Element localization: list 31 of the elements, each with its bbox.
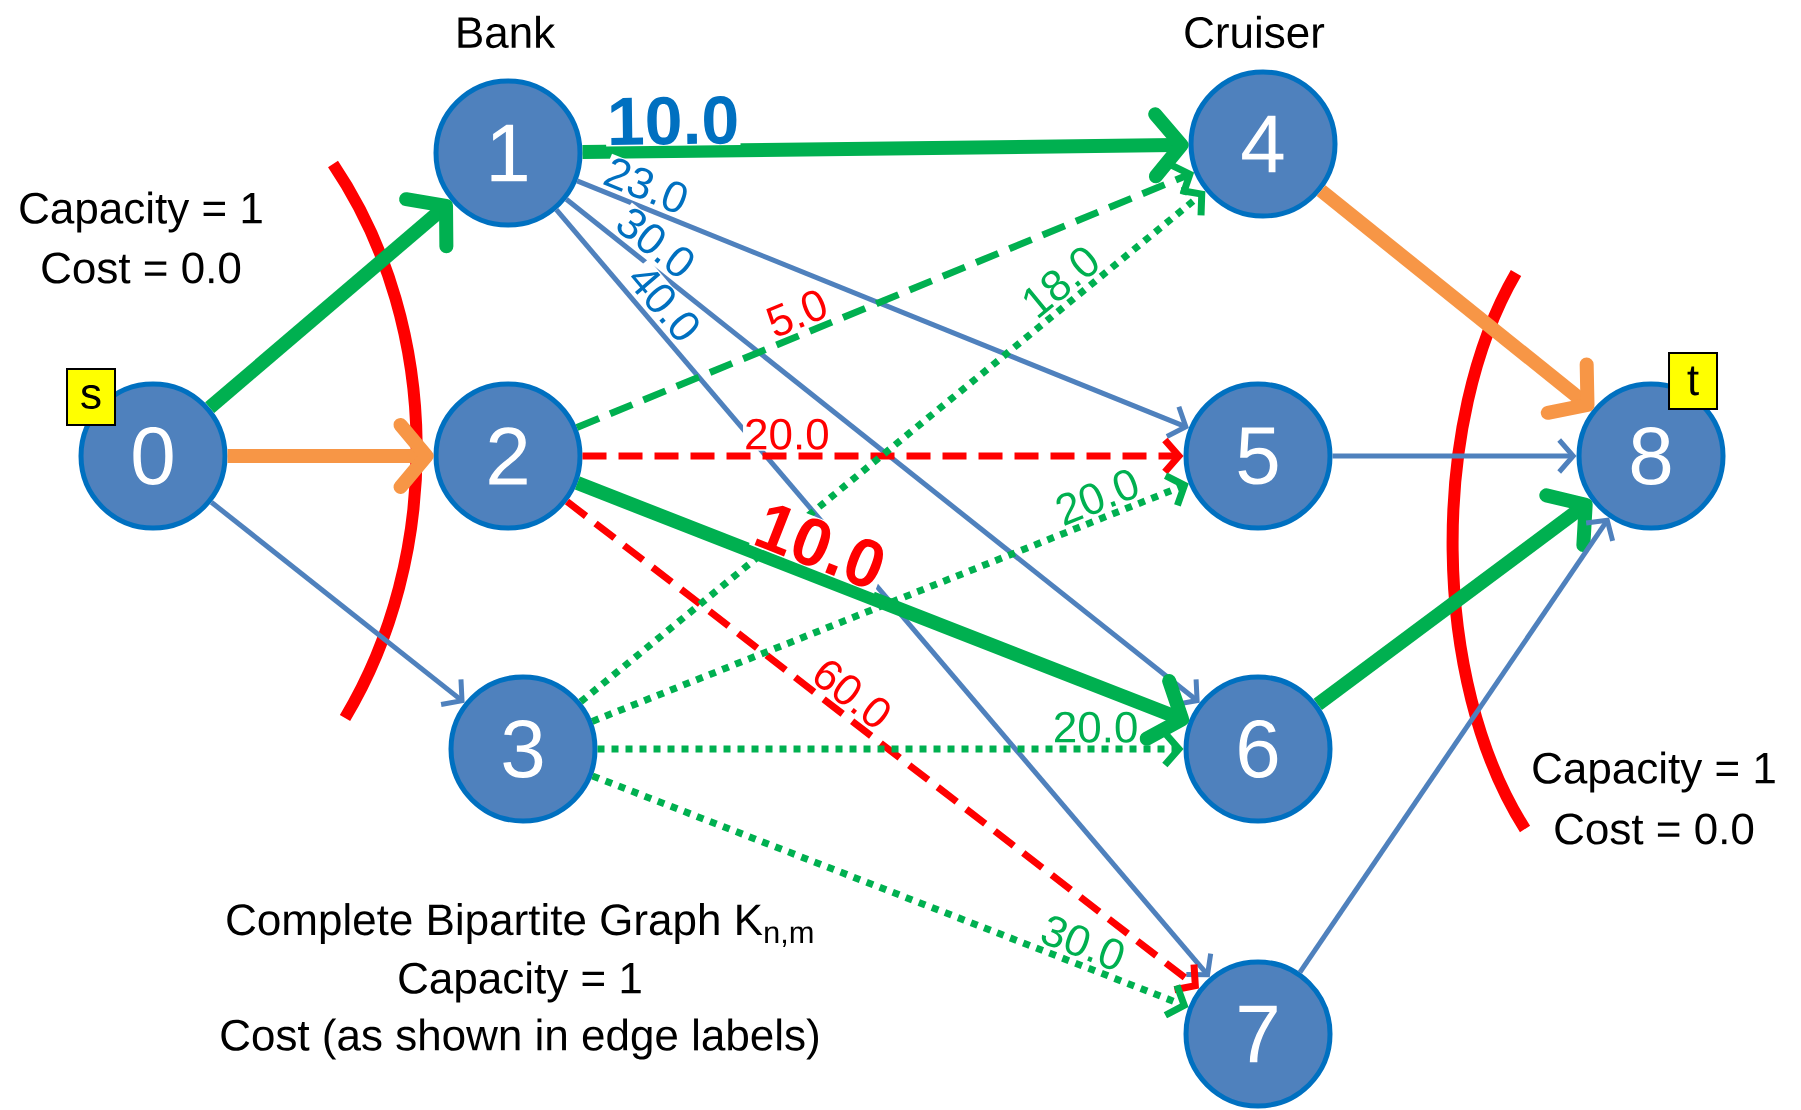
edge-label: 30.0 (1036, 911, 1130, 975)
edge-label: 20.0 (1051, 710, 1140, 744)
edge-label: 5.0 (761, 285, 833, 341)
edge-label: 10.0 (749, 497, 893, 594)
edge-label: 20.0 (1050, 465, 1145, 529)
edge-label: 60.0 (807, 653, 897, 734)
note-text: Capacity = 1 (399, 961, 641, 1003)
arrow (1316, 185, 1595, 420)
arrow (564, 498, 1199, 994)
edge-label: 20.0 (743, 417, 831, 451)
node-tag: t (1668, 352, 1718, 410)
note-text: Complete Bipartite Graph K$_{n,m}$ (227, 903, 813, 947)
arrow (1332, 438, 1577, 474)
note-text: Cost = 0.0 (42, 252, 241, 284)
arrow (209, 500, 465, 707)
arrow (1313, 488, 1593, 711)
arrow (1297, 517, 1616, 974)
arrow (205, 192, 454, 413)
edge-label: 18.0 (1015, 240, 1105, 323)
arrow (227, 418, 434, 494)
note-text: Capacity = 1 (20, 191, 262, 233)
arrow (582, 437, 1184, 475)
note-text: Capacity = 1 (1533, 751, 1775, 793)
note-text: Cost = 0.0 (1555, 813, 1754, 845)
edge-label: 10.0 (605, 94, 741, 147)
note-text: Cost (as shown in edge labels) (221, 1018, 818, 1060)
arrow (591, 772, 1189, 1019)
arrow (582, 107, 1189, 184)
node-caption: Cruiser (1185, 15, 1325, 49)
node-tag: s (66, 368, 116, 426)
node-caption: Bank (458, 15, 556, 49)
